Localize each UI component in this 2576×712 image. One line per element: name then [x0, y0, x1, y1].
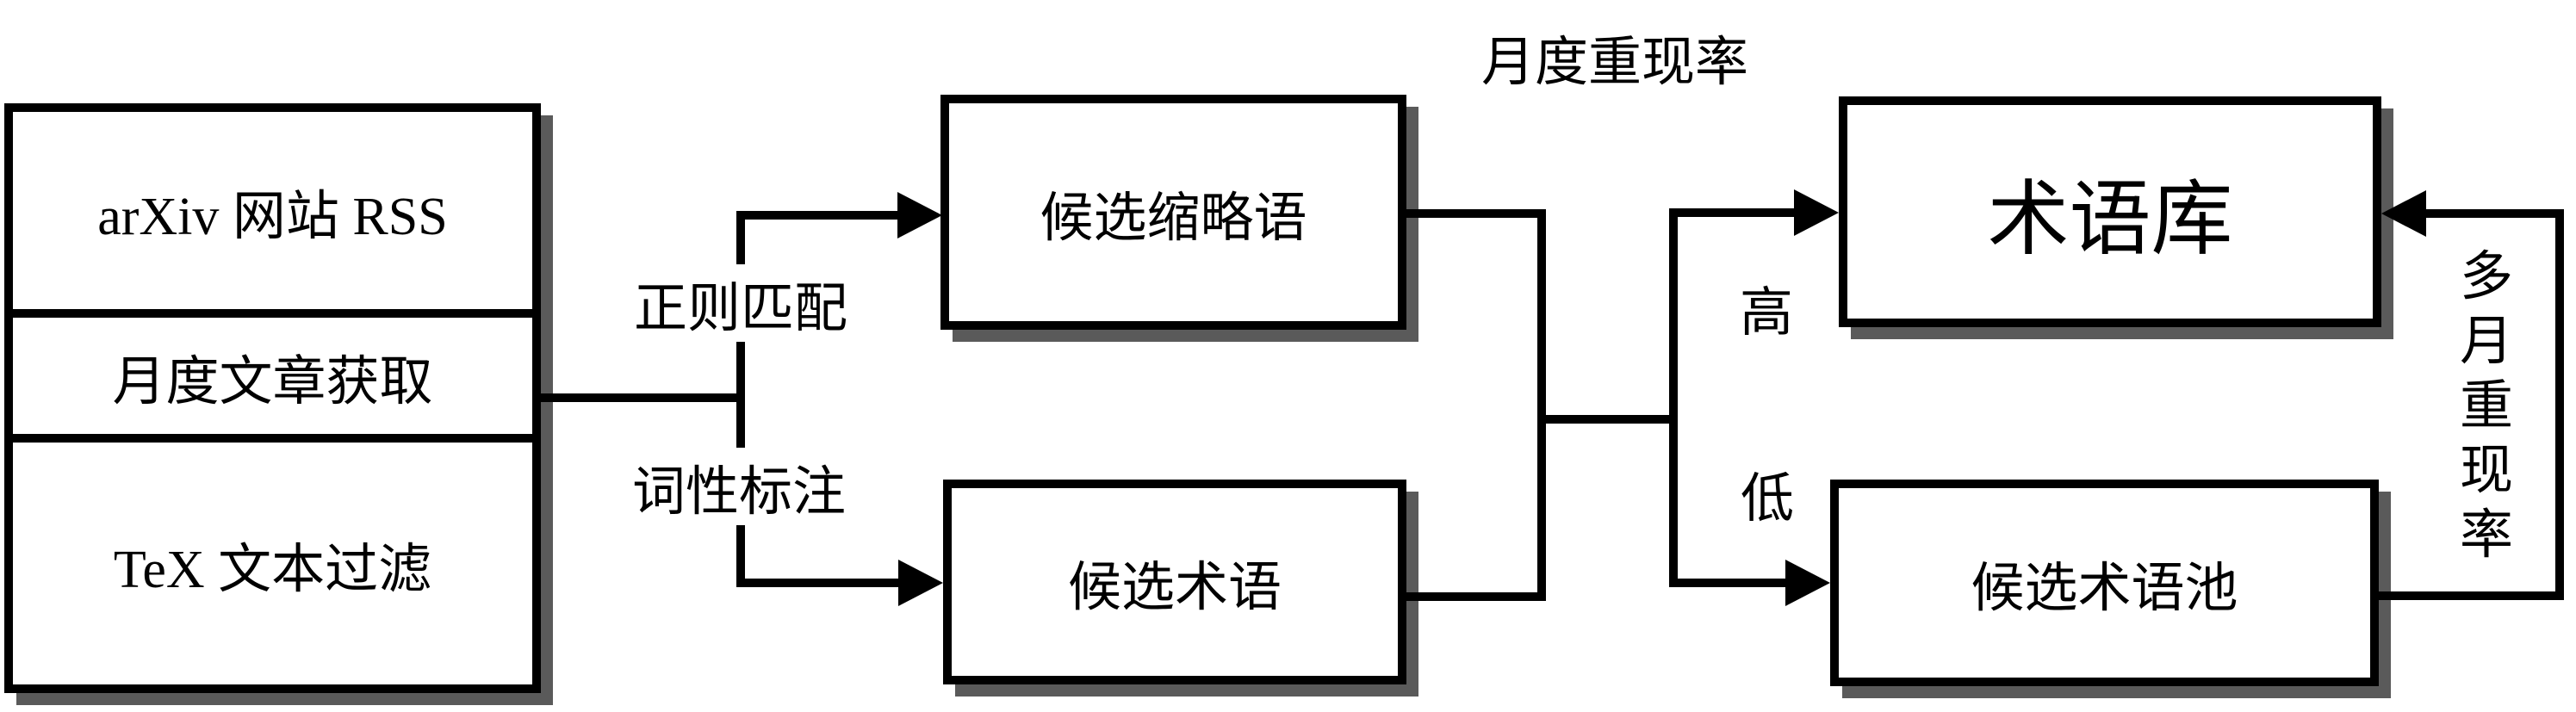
- connector-feedback-top: [2426, 209, 2564, 218]
- connector-branch-vertical: [736, 211, 745, 587]
- arrowhead-into-candidate-abbr: [897, 192, 942, 238]
- candidate-abbr-label: 候选缩略语: [1040, 189, 1307, 248]
- source-row-tex-filter: TeX 文本过滤: [113, 540, 432, 599]
- pos-tagging-label: 词性标注: [626, 448, 852, 525]
- monthly-rate-label: 月度重现率: [1480, 34, 1749, 92]
- regex-match-label: 正则匹配: [628, 264, 853, 342]
- connector-term-out: [1406, 592, 1546, 601]
- term-bank-box: 术语库: [1839, 96, 2381, 327]
- connector-source-out: [541, 393, 745, 402]
- connector-split-vertical: [1669, 208, 1678, 587]
- connector-feedback-bottom: [2379, 591, 2564, 600]
- connector-merge-vertical: [1537, 209, 1546, 601]
- arrowhead-into-candidate-pool: [1785, 560, 1830, 606]
- source-box: arXiv 网站 RSS 月度文章获取 TeX 文本过滤: [4, 103, 541, 693]
- arrowhead-into-candidate-term: [898, 560, 943, 606]
- source-box-rows: arXiv 网站 RSS 月度文章获取 TeX 文本过滤: [13, 112, 532, 684]
- term-bank-label: 术语库: [1987, 173, 2233, 265]
- connector-abbr-in: [736, 211, 900, 220]
- connector-high-branch: [1669, 208, 1794, 217]
- candidate-abbr-box: 候选缩略语: [940, 95, 1406, 330]
- low-label: 低: [1740, 470, 1795, 529]
- arrowhead-into-term-bank: [1794, 189, 1839, 236]
- source-row-monthly-fetch: 月度文章获取: [112, 352, 433, 412]
- candidate-pool-box: 候选术语池: [1830, 480, 2379, 686]
- connector-feedback-vertical: [2555, 209, 2564, 600]
- connector-low-branch: [1669, 579, 1790, 587]
- candidate-pool-label: 候选术语池: [1971, 560, 2238, 618]
- candidate-term-box: 候选术语: [943, 480, 1406, 684]
- row-divider: [13, 434, 532, 443]
- source-row-arxiv-rss: arXiv 网站 RSS: [97, 187, 448, 246]
- candidate-term-label: 候选术语: [1067, 559, 1282, 617]
- connector-term-in: [736, 579, 900, 587]
- connector-merge-to-split: [1537, 415, 1678, 424]
- high-label: 高: [1739, 284, 1794, 343]
- multi-month-rate-label: 多月重现率: [2459, 248, 2513, 565]
- connector-abbr-out: [1406, 209, 1546, 218]
- row-divider: [13, 309, 532, 318]
- arrowhead-feedback-into-term-bank: [2381, 190, 2426, 237]
